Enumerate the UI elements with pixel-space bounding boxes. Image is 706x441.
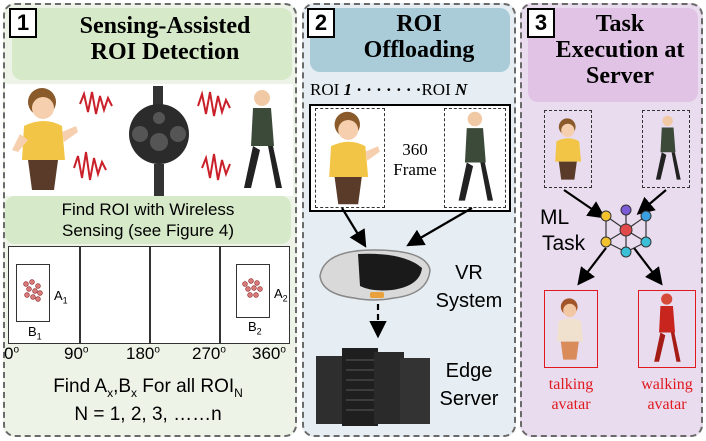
panel3-title-line2: Execution at bbox=[555, 36, 685, 63]
server-rack-icon bbox=[316, 348, 430, 426]
roi-1-input-box bbox=[544, 110, 592, 188]
roi-n-input-box bbox=[642, 110, 690, 188]
ml-label-line1: ML bbox=[540, 206, 570, 229]
neural-network-icon bbox=[600, 204, 652, 258]
point-cloud-1-icon bbox=[23, 279, 43, 302]
angle-0: 0o bbox=[4, 344, 20, 363]
panel2-title-box bbox=[310, 8, 510, 72]
talking-avatar-line1: talking bbox=[548, 376, 594, 393]
woman-talking-icon bbox=[555, 118, 581, 180]
talking-avatar-icon bbox=[557, 298, 583, 360]
panel3-title-line1: Task bbox=[595, 11, 645, 37]
find-roi-line1: Find ROI with Wireless bbox=[61, 200, 235, 219]
roi-sequence: ROI 1 · · · · · · ·ROI N bbox=[310, 80, 468, 99]
ml-arrows bbox=[563, 189, 667, 286]
find-roi-banner bbox=[5, 196, 291, 244]
man-walking-icon bbox=[458, 111, 494, 201]
panel1-title-line2: ROI Detection bbox=[90, 38, 240, 65]
panel2-number: 2 bbox=[307, 8, 335, 38]
ml-label-line2: Task bbox=[542, 232, 586, 255]
angle-360: 360o bbox=[252, 344, 286, 363]
man-walking-icon bbox=[655, 115, 681, 180]
label-b1: B1 bbox=[28, 324, 42, 342]
panel3-title: Task Execution at Server bbox=[540, 11, 700, 90]
camera-360-icon bbox=[129, 86, 189, 196]
panel3-number: 3 bbox=[527, 8, 555, 38]
panel2-title-line1: ROI bbox=[396, 11, 442, 37]
talking-avatar-box bbox=[544, 290, 598, 368]
edge-label-line2: Server bbox=[439, 388, 499, 410]
find-roi-line2: Sensing (see Figure 4) bbox=[62, 221, 234, 240]
vr-label-line2: System bbox=[435, 290, 503, 312]
panel3-title-box bbox=[528, 8, 698, 102]
panel1-number: 1 bbox=[9, 8, 37, 38]
angle-180: 180o bbox=[126, 344, 160, 363]
n-range-text: N = 1, 2, 3, ……n bbox=[74, 404, 222, 425]
label-a1: A1 bbox=[54, 288, 68, 306]
vr-headset-icon bbox=[319, 249, 431, 301]
label-a2: A2 bbox=[274, 286, 288, 304]
offload-arrows bbox=[341, 207, 473, 339]
panorama-divider-180 bbox=[149, 246, 151, 344]
walking-avatar-box bbox=[638, 290, 696, 368]
panel2-title-line2: Offloading bbox=[363, 36, 475, 63]
roi-box-1 bbox=[16, 264, 50, 322]
roi-1-box bbox=[315, 108, 385, 208]
woman-talking-icon bbox=[12, 88, 78, 190]
walking-avatar-line2: avatar bbox=[647, 396, 687, 413]
panel1-title-line1: Sensing-Assisted bbox=[79, 13, 251, 39]
woman-talking-icon bbox=[329, 111, 380, 205]
angle-90: 90o bbox=[64, 344, 89, 363]
angle-270: 270o bbox=[192, 344, 226, 363]
panel1-title-box bbox=[12, 8, 292, 80]
man-walking-icon bbox=[244, 90, 282, 188]
edge-label-line1: Edge bbox=[445, 360, 493, 382]
panel1-title: Sensing-Assisted ROI Detection bbox=[40, 13, 290, 66]
frame-label-line2: Frame bbox=[393, 160, 437, 179]
find-ax-bx-text: Find Ax,Bx For all ROIN bbox=[53, 376, 243, 400]
panorama-divider-90 bbox=[79, 246, 81, 344]
panel2-title: ROI Offloading bbox=[330, 11, 508, 64]
walking-avatar-icon bbox=[654, 293, 681, 362]
point-cloud-2-icon bbox=[242, 278, 263, 298]
vr-label-line1: VR bbox=[455, 262, 483, 284]
walking-avatar-line1: walking bbox=[641, 376, 693, 393]
roi-box-2 bbox=[236, 264, 270, 318]
label-b2: B2 bbox=[248, 319, 262, 337]
wireless-signal-icon bbox=[73, 90, 231, 181]
talking-avatar-line2: avatar bbox=[551, 396, 591, 413]
roi-n-box bbox=[444, 108, 506, 208]
panorama-divider-270 bbox=[219, 246, 221, 344]
panel3-title-line3: Server bbox=[586, 62, 654, 89]
frame-label-line1: 360 bbox=[402, 140, 428, 159]
